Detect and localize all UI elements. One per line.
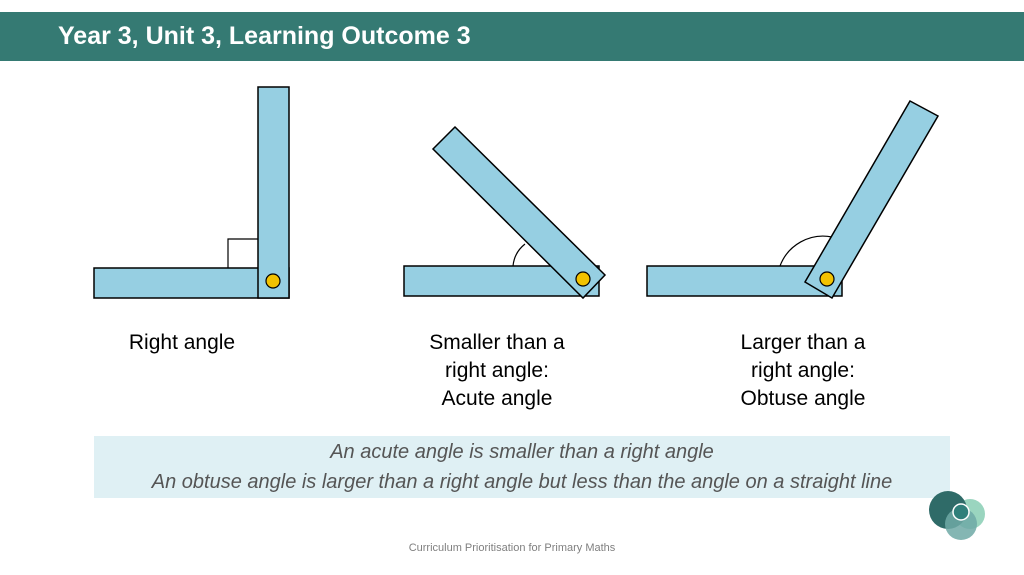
- caption-line: right angle:: [445, 359, 549, 382]
- summary-line-obtuse: An obtuse angle is larger than a right a…: [151, 471, 893, 493]
- caption-line: Obtuse angle: [740, 387, 866, 410]
- summary-box: An acute angle is smaller than a right a…: [94, 436, 950, 498]
- right-angle-vertical-strip: [257, 86, 290, 299]
- logo: [929, 491, 985, 540]
- obtuse-angle-rotated-strip: [803, 99, 940, 300]
- right-angle-horizontal-strip: [93, 267, 290, 299]
- acute-angle-arc: [512, 243, 526, 267]
- caption-line: right angle:: [751, 359, 855, 382]
- header-bar: Year 3, Unit 3, Learning Outcome 3: [0, 12, 1024, 61]
- obtuse-angle-caption: Larger than a right angle: Obtuse angle: [703, 329, 903, 413]
- summary-line-acute: An acute angle is smaller than a right a…: [330, 441, 714, 463]
- caption-line: Right angle: [128, 331, 236, 354]
- right-angle-figure: [93, 86, 290, 299]
- obtuse-angle-figure: [646, 99, 940, 300]
- acute-angle-figure: [403, 125, 607, 300]
- caption-line: Acute angle: [441, 387, 553, 410]
- acute-angle-rotated-strip: [431, 125, 607, 300]
- obtuse-angle-arc: [779, 235, 833, 267]
- footer-text: Curriculum Prioritisation for Primary Ma…: [408, 542, 616, 554]
- caption-line: Larger than a: [740, 331, 866, 354]
- right-angle-marker: [227, 238, 258, 268]
- page-title: Year 3, Unit 3, Learning Outcome 3: [58, 22, 471, 50]
- right-angle-pivot: [265, 273, 281, 289]
- acute-angle-caption: Smaller than a right angle: Acute angle: [397, 329, 597, 413]
- caption-line: Smaller than a: [429, 331, 565, 354]
- right-angle-caption: Right angle: [92, 329, 272, 357]
- acute-angle-pivot: [575, 271, 591, 287]
- obtuse-angle-pivot: [819, 271, 835, 287]
